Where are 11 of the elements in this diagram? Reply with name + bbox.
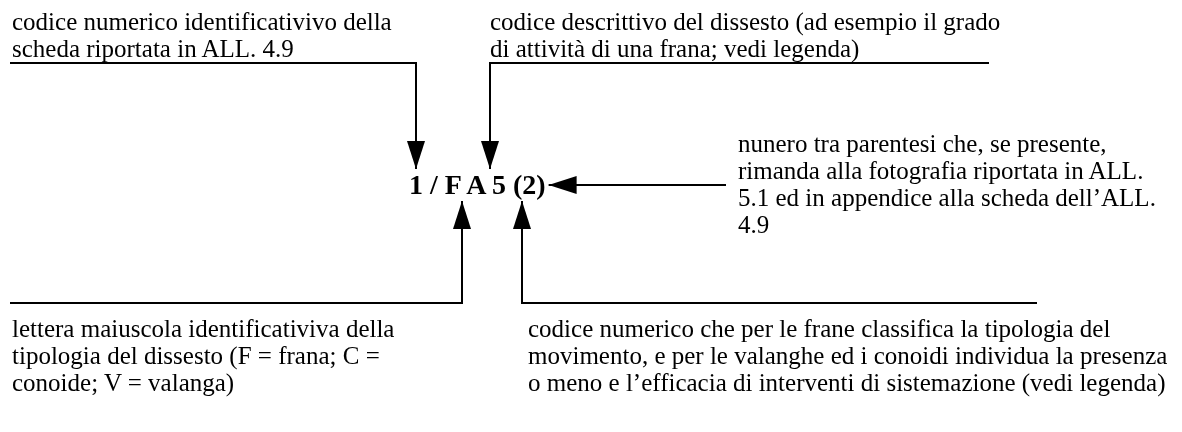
annotation-text: lettera maiuscola identificativiva della tipologia del dissesto (F = frana; C = conoide; V = valanga): [12, 315, 402, 396]
annotation-text: nunero tra parentesi che, se presente, rimanda alla fotografia riportata in ALL. 5.1 ed in appendice alla scheda dell’ALL. 4.9: [738, 130, 1163, 238]
annotation-text: codice numerico che per le frane classifica la tipologia del movimento, e per le valanghe ed i conoidi individua la presenza o meno e l’efficacia di interventi di sistemazione (vedi legenda): [528, 315, 1180, 396]
leader-arrow: [9, 62, 425, 170]
leader-arrow: [547, 176, 727, 194]
annotation-text: codice numerico identificativivo della scheda riportata in ALL. 4.9: [12, 8, 397, 62]
annotation-text: codice descrittivo del dissesto (ad esempio il grado di attività di una frana; vedi legenda): [490, 8, 1010, 62]
leader-arrow: [513, 200, 1038, 304]
code-label: 1 / F A 5 (2): [409, 170, 546, 200]
leader-arrow: [481, 62, 990, 170]
leader-arrow: [9, 200, 471, 304]
